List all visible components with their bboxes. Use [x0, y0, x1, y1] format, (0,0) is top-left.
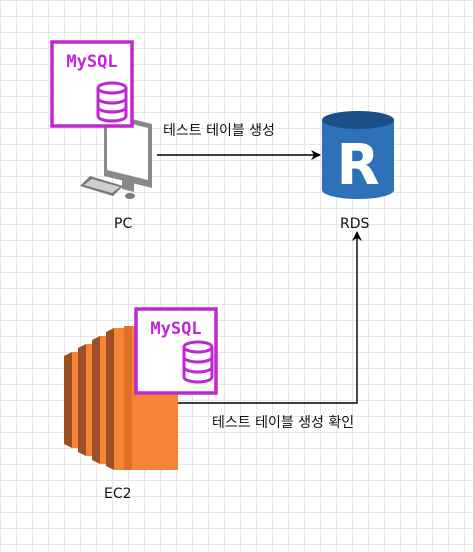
pc-database-icon — [96, 81, 128, 123]
edge-label-pc-to-rds: 테스트 테이블 생성 — [163, 123, 275, 139]
ec2-mysql-badge-text: MySQL — [150, 319, 201, 339]
pc-mysql-badge-text: MySQL — [66, 52, 117, 72]
rds-label: RDS — [340, 216, 370, 232]
ec2-label: EC2 — [104, 486, 132, 502]
pc-label: PC — [114, 216, 133, 232]
ec2-database-icon — [182, 340, 214, 385]
edge-label-ec2-to-rds: 테스트 테이블 생성 확인 — [212, 415, 355, 431]
pc-computer-icon[interactable] — [80, 112, 152, 199]
rds-icon-letter: R — [336, 133, 379, 198]
edge-ec2-to-rds[interactable] — [178, 231, 362, 404]
rds-database-icon[interactable]: R — [322, 111, 394, 199]
